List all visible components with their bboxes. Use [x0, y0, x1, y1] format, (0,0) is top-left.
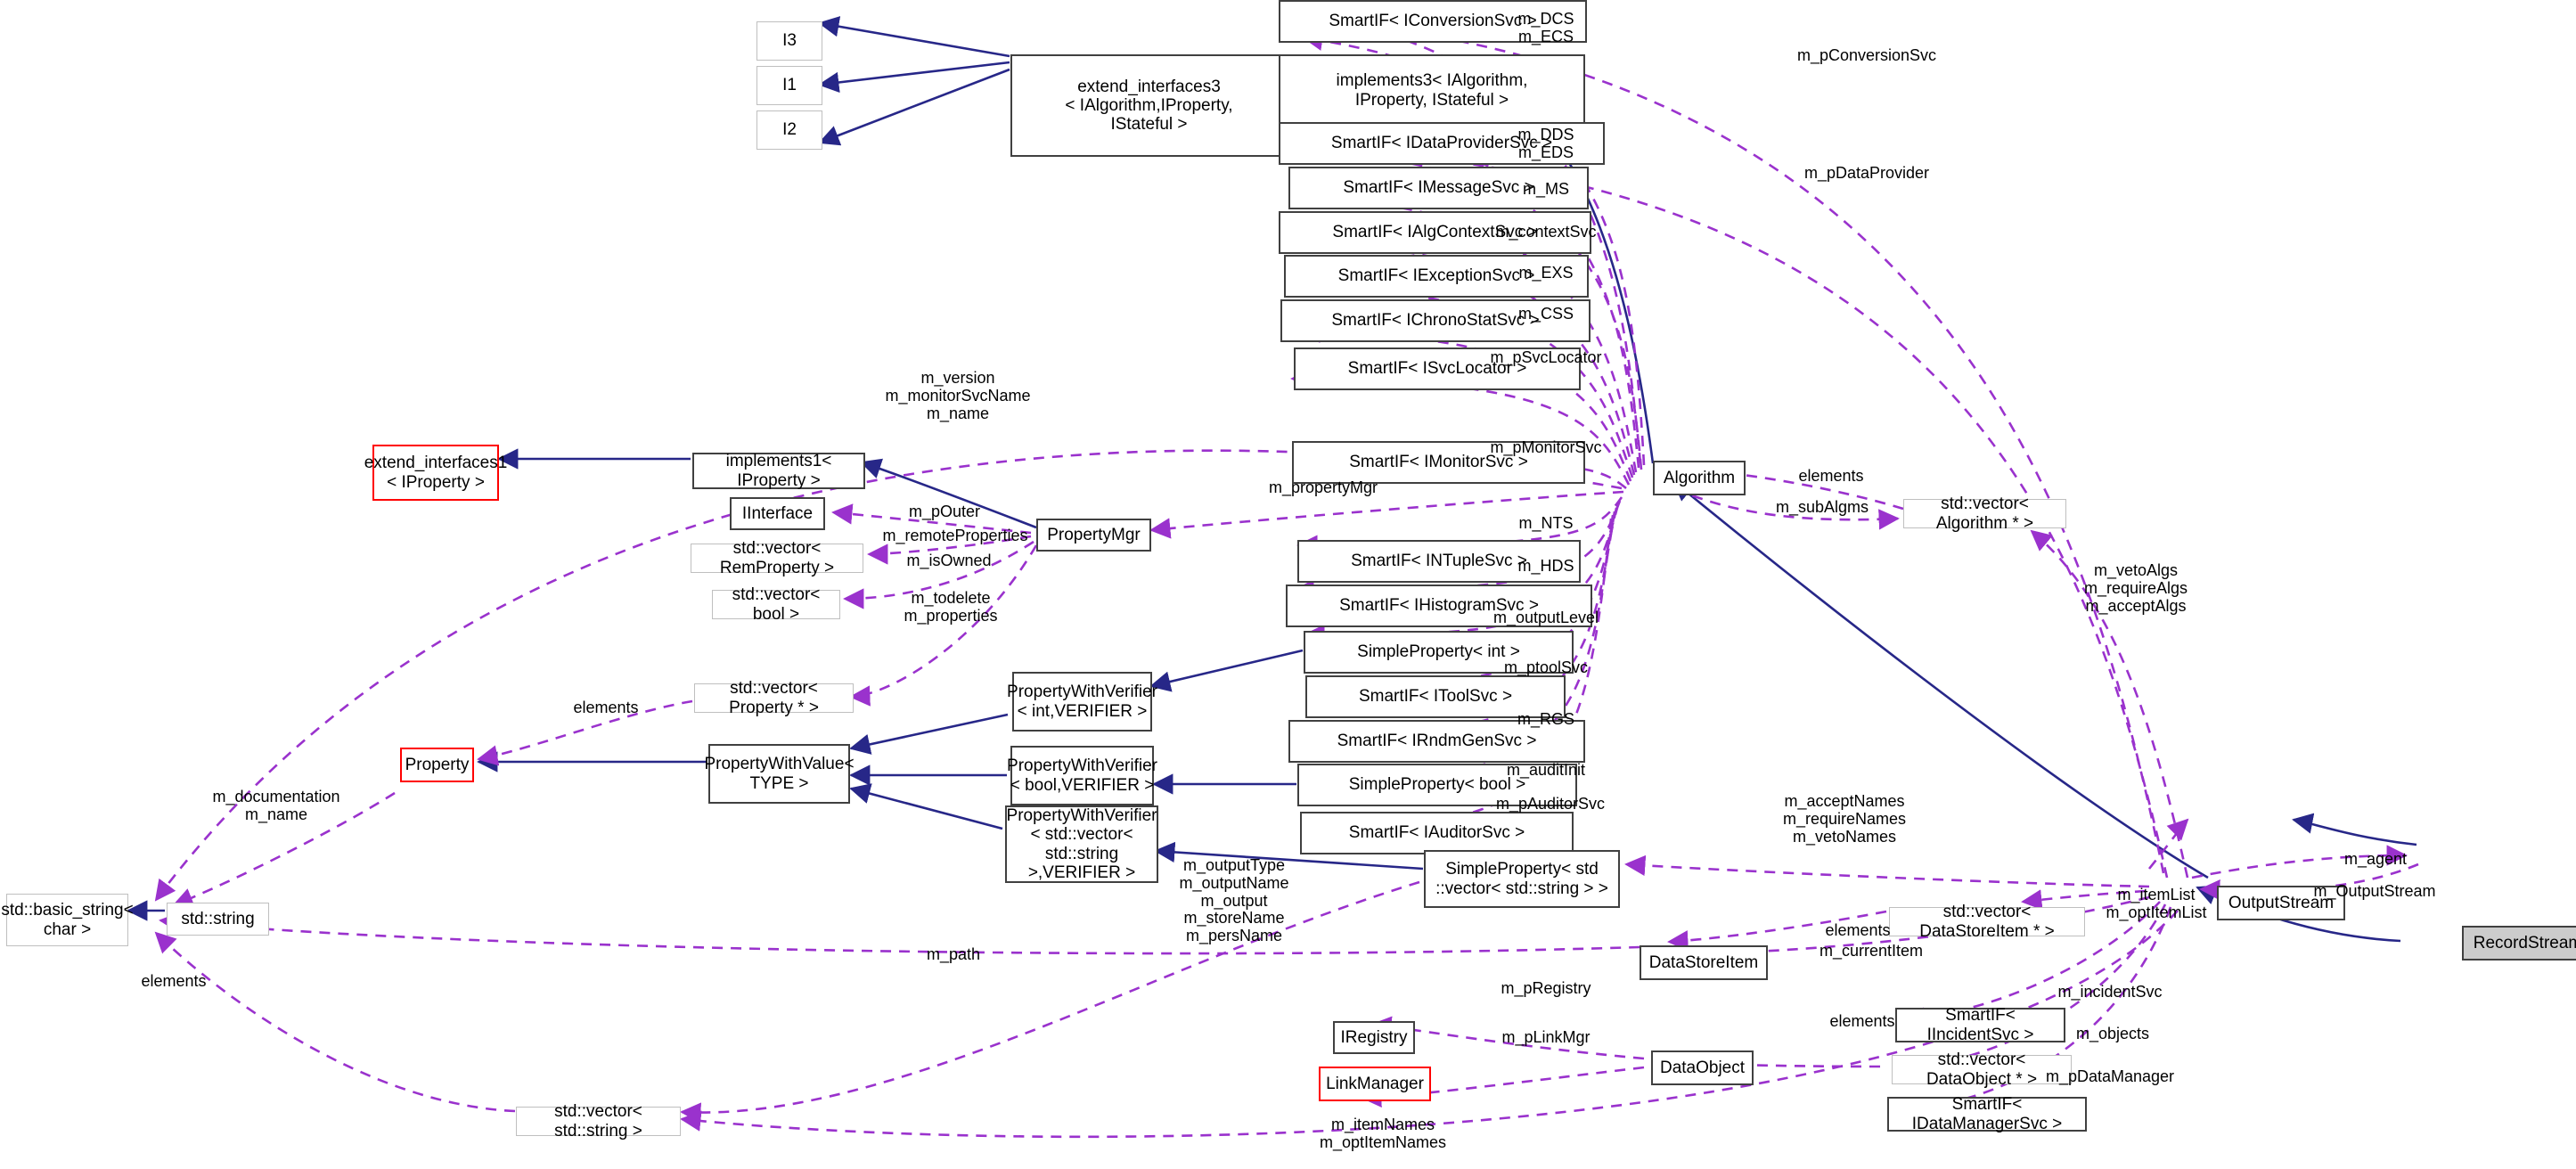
edge-label-lbl_outputlevel: m_outputLevel: [1492, 609, 1599, 626]
edge-label-lbl_pdataprovider: m_pDataProvider: [1803, 164, 1930, 182]
edge-label-lbl_pconversionsvc: m_pConversionSvc: [1796, 46, 1937, 64]
node-implements3[interactable]: implements3< IAlgorithm, IProperty, ISta…: [1279, 54, 1585, 127]
node-linkmanager[interactable]: LinkManager: [1319, 1067, 1431, 1101]
node-vec_property_ptr[interactable]: std::vector< Property * >: [694, 679, 854, 717]
edge-label-lbl_outputtype: m_outputType m_outputName m_output m_sto…: [1179, 856, 1289, 945]
edge-label-lbl_dcs_ecs: m_DCS m_ECS: [1517, 10, 1574, 45]
edge-label-lbl_agent: m_agent: [2343, 850, 2408, 868]
node-iinterface[interactable]: IInterface: [730, 497, 825, 530]
node-algorithm[interactable]: Algorithm: [1653, 461, 1746, 495]
node-i2[interactable]: I2: [756, 110, 822, 150]
node-property[interactable]: Property: [400, 748, 474, 782]
edge-label-lbl_hds: m_HDS: [1517, 557, 1574, 575]
node-propwithvalue[interactable]: PropertyWithValue< TYPE >: [704, 744, 855, 804]
edge-label-lbl_auditinit: m_auditInit: [1506, 761, 1586, 779]
node-implements1[interactable]: implements1< IProperty >: [692, 452, 865, 490]
node-smartif_datamgr[interactable]: SmartIF< IDataManagerSvc >: [1887, 1095, 2087, 1133]
edge-label-lbl_itemnames: m_itemNames m_optItemNames: [1319, 1116, 1447, 1151]
node-vec_datastoreitem[interactable]: std::vector< DataStoreItem * >: [1889, 903, 2085, 941]
node-recordstream[interactable]: RecordStream: [2462, 926, 2576, 961]
edge-label-lbl_nts: m_NTS: [1518, 514, 1574, 532]
node-extend_interfaces1[interactable]: extend_interfaces1 < IProperty >: [364, 445, 507, 501]
edge-label-lbl_path: m_path: [926, 945, 981, 963]
node-vec_remproperty[interactable]: std::vector< RemProperty >: [691, 539, 863, 577]
edge-label-lbl_psvclocator: m_pSvcLocator: [1490, 348, 1602, 366]
node-simpleprop_vecstr[interactable]: SimpleProperty< std ::vector< std::strin…: [1424, 850, 1620, 908]
edge-label-lbl_dds_eds: m_DDS m_EDS: [1517, 126, 1574, 161]
node-vec_std_string[interactable]: std::vector< std::string >: [516, 1102, 681, 1140]
edge-label-lbl_version_mon: m_version m_monitorSvcName m_name: [885, 369, 1031, 422]
node-vec_bool[interactable]: std::vector< bool >: [712, 585, 840, 624]
edge-label-lbl_vetoalgs: m_vetoAlgs m_requireAlgs m_acceptAlgs: [2083, 561, 2188, 615]
node-propwithver_int[interactable]: PropertyWithVerifier < int,VERIFIER >: [1007, 672, 1157, 732]
node-smartif_incident[interactable]: SmartIF< IIncidentSvc >: [1895, 1006, 2065, 1044]
edge-label-lbl_documentation: m_documentation m_name: [212, 788, 340, 823]
edge-label-lbl_incidentsvc: m_incidentSvc: [2057, 983, 2163, 1001]
edge-label-lbl_pdatamanager: m_pDataManager: [2045, 1067, 2175, 1085]
node-datastoreitem[interactable]: DataStoreItem: [1640, 945, 1768, 980]
edge-label-lbl_css: m_CSS: [1517, 305, 1574, 323]
edge-label-lbl_pauditorsvc: m_pAuditorSvc: [1495, 795, 1606, 813]
edge-label-lbl_elements_prop: elements: [573, 699, 639, 716]
edge-label-lbl_itemlist: m_itemList m_optItemList: [2106, 886, 2207, 921]
edge-label-lbl_remoteprops: m_remoteProperties: [882, 527, 1028, 544]
node-std_string[interactable]: std::string: [167, 903, 269, 936]
node-extend_interfaces3[interactable]: extend_interfaces3 < IAlgorithm,IPropert…: [1010, 54, 1288, 157]
edge-label-lbl_rgs: m_RGS: [1517, 710, 1574, 728]
node-i3[interactable]: I3: [756, 21, 822, 61]
edge-label-lbl_elements_do: elements: [1829, 1012, 1895, 1030]
edge-label-lbl_plinkmgr: m_pLinkMgr: [1501, 1028, 1591, 1046]
node-propertymgr[interactable]: PropertyMgr: [1036, 519, 1151, 552]
node-dataobject[interactable]: DataObject: [1651, 1050, 1754, 1085]
edge-label-lbl_propertymgr: m_propertyMgr: [1268, 478, 1378, 496]
edge-label-lbl_outputstream: m_OutputStream: [2313, 882, 2436, 900]
node-propwithver_bool[interactable]: PropertyWithVerifier < bool,VERIFIER >: [1007, 746, 1157, 805]
edge-label-lbl_currentitem: m_currentItem: [1819, 942, 1924, 960]
edge-label-lbl_isowned: m_isOwned: [906, 552, 992, 569]
edge-label-lbl_elements_dsi: elements: [1825, 921, 1891, 939]
edge-label-lbl_ms: m_MS: [1522, 180, 1569, 198]
edge-label-lbl_acceptnames: m_acceptNames m_requireNames m_vetoNames: [1782, 792, 1907, 846]
edge-label-lbl_pmonitorsvc: m_pMonitorSvc: [1490, 438, 1602, 456]
node-i1[interactable]: I1: [756, 66, 822, 105]
edge-label-lbl_exs: m_EXS: [1518, 264, 1574, 282]
edge-label-lbl_objects: m_objects: [2075, 1025, 2150, 1042]
edge-label-lbl_elements_alg: elements: [1798, 467, 1864, 485]
edge-label-lbl_pouter: m_pOuter: [908, 503, 981, 520]
node-propwithver_vecstr[interactable]: PropertyWithVerifier < std::vector< std:…: [1005, 805, 1158, 883]
edge-label-lbl_todelete: m_todelete m_properties: [904, 589, 998, 625]
node-std_basic_string[interactable]: std::basic_string< char >: [1, 894, 134, 946]
node-smartif_auditor[interactable]: SmartIF< IAuditorSvc >: [1300, 812, 1574, 854]
edge-label-lbl_pregistry: m_pRegistry: [1501, 979, 1591, 997]
edge-label-lbl_contextsvc: m_contextSvc: [1495, 223, 1597, 241]
node-vec_algorithm_ptr[interactable]: std::vector< Algorithm * >: [1903, 495, 2066, 533]
node-iregistry[interactable]: IRegistry: [1333, 1021, 1415, 1054]
edge-label-lbl_elements_str: elements: [141, 972, 207, 990]
edge-label-lbl_subalgms: m_subAlgms: [1775, 498, 1869, 516]
edge-label-lbl_ptoolsvc: m_ptoolSvc: [1503, 658, 1589, 676]
